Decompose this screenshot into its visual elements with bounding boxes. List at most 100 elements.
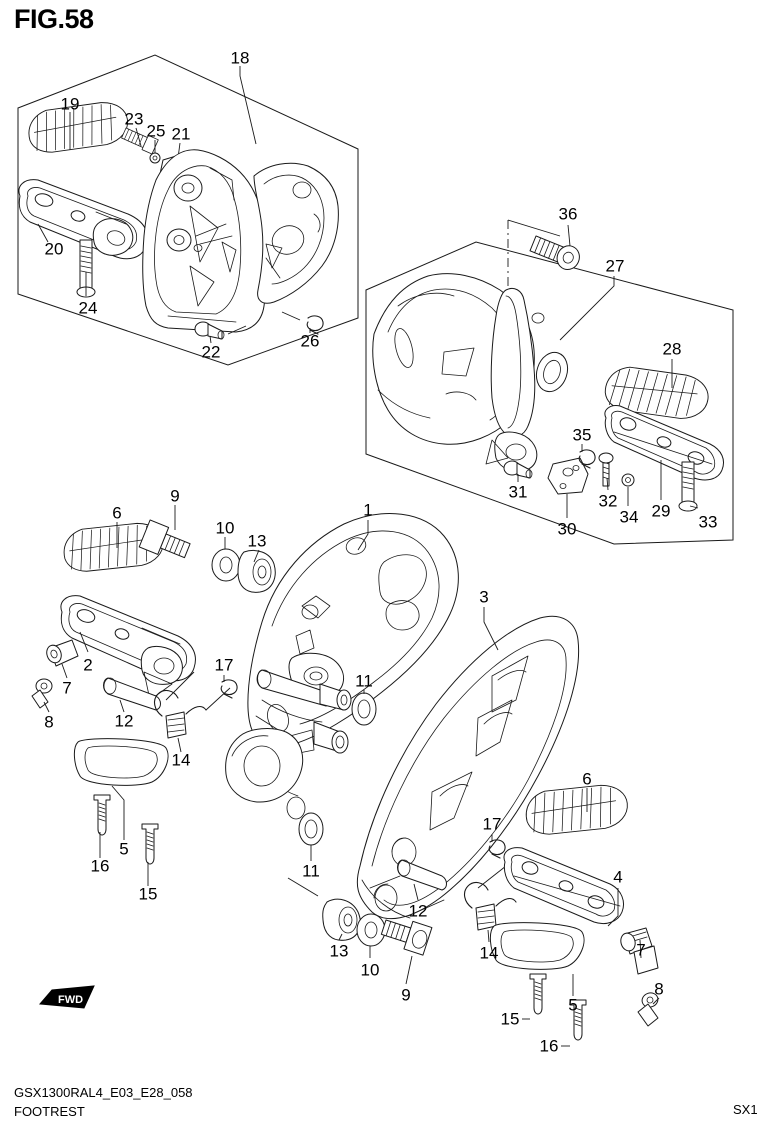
- part-callout-28: 28: [662, 339, 682, 359]
- part-13-bushing-lower: [322, 898, 361, 941]
- part-4-footrest-bar: [503, 847, 624, 925]
- part-callout-9: 9: [401, 985, 411, 1005]
- fwd-label: FWD: [58, 994, 83, 1006]
- part-callout-17: 17: [482, 814, 502, 834]
- part-12-shaft-right: [397, 859, 447, 891]
- part-callout-20: 20: [44, 239, 64, 259]
- part-27-arm: [485, 287, 569, 472]
- part-callout-8: 8: [44, 712, 54, 732]
- page-title: FIG.58: [14, 4, 94, 34]
- part-16-screw-left: [93, 794, 111, 836]
- part-14-spring-left: [153, 689, 207, 739]
- part-callout-24: 24: [78, 298, 98, 318]
- part-callout-25: 25: [146, 121, 166, 141]
- part-callout-18: 18: [230, 48, 250, 68]
- part-callout-15: 15: [138, 884, 158, 904]
- part-callout-36: 36: [558, 204, 578, 224]
- part-callout-26: 26: [300, 331, 320, 351]
- part-callout-7: 7: [62, 678, 72, 698]
- part-3-footrest-bracket-right: [356, 615, 580, 920]
- model-code: GSX1300RAL4_E03_E28_058: [14, 1085, 193, 1100]
- part-12-shaft-left: [103, 677, 161, 711]
- part-31-pin: [503, 460, 533, 479]
- part-34-washer: [621, 473, 635, 487]
- part-7-collar: [46, 639, 79, 667]
- part-9-bolt-left: [138, 519, 191, 559]
- part-callout-1: 1: [363, 500, 373, 520]
- part-callout-5: 5: [568, 995, 578, 1015]
- part-callout-34: 34: [619, 507, 639, 527]
- part-callout-33: 33: [698, 512, 718, 532]
- part-callout-17: 17: [214, 655, 234, 675]
- part-35-clip: [578, 449, 596, 469]
- part-17-circlip-right: [488, 839, 506, 859]
- part-13-bushing-left: [237, 550, 276, 593]
- part-callout-4: 4: [613, 867, 623, 887]
- part-callout-13: 13: [329, 941, 349, 961]
- part-11-oring-lower: [298, 812, 324, 846]
- part-callout-29: 29: [651, 501, 671, 521]
- part-5-pad-right: [489, 922, 585, 970]
- part-callout-11: 11: [302, 861, 320, 881]
- part-14-spring-right: [463, 881, 517, 931]
- part-callout-12: 12: [114, 711, 134, 731]
- part-15-screw-right: [529, 973, 547, 1015]
- part-callout-27: 27: [605, 256, 625, 276]
- part-11-oring-upper: [351, 692, 377, 726]
- part-20-footrest-bar: [18, 179, 148, 260]
- part-callout-9: 9: [170, 486, 180, 506]
- part-callout-32: 32: [598, 491, 618, 511]
- part-callout-10: 10: [360, 960, 380, 980]
- part-15-screw-left: [141, 823, 159, 865]
- part-9-bolt-lower: [380, 919, 433, 956]
- part-callout-10: 10: [215, 518, 235, 538]
- inset-box-right: [365, 219, 734, 545]
- part-26-clip: [306, 315, 324, 335]
- fwd-direction-marker: FWD: [38, 985, 95, 1009]
- part-22-pin: [194, 321, 225, 340]
- part-callout-19: 19: [60, 94, 80, 114]
- part-callout-16: 16: [90, 856, 110, 876]
- footer-left: GSX1300RAL4_E03_E28_058 FOOTREST: [14, 1083, 193, 1121]
- part-callout-12: 12: [408, 901, 428, 921]
- part-17-circlip-left: [220, 679, 238, 699]
- part-callout-6: 6: [112, 503, 122, 523]
- part-callout-16: 16: [539, 1036, 559, 1056]
- part-callout-22: 22: [201, 342, 221, 362]
- part-30-plate: [547, 457, 589, 495]
- part-callout-21: 21: [171, 124, 191, 144]
- part-8-pin: [31, 678, 53, 709]
- part-callout-14: 14: [171, 750, 191, 770]
- inset-box-upper-left: [17, 54, 359, 366]
- part-7-collar-right: [620, 927, 659, 975]
- part-callout-13: 13: [247, 531, 267, 551]
- part-18-outer-arm: [253, 162, 339, 304]
- part-32-bolt: [598, 452, 614, 487]
- footer-right-code: SX1: [733, 1102, 758, 1117]
- part-callout-35: 35: [572, 425, 592, 445]
- part-10-washer-left: [211, 548, 241, 582]
- part-callout-6: 6: [582, 769, 592, 789]
- part-callout-14: 14: [479, 943, 499, 963]
- part-callout-2: 2: [83, 655, 93, 675]
- section-name: FOOTREST: [14, 1104, 85, 1119]
- part-callout-8: 8: [654, 979, 664, 999]
- part-33-bolt: [678, 461, 698, 512]
- shaft-collars-center: [256, 669, 352, 754]
- part-5-pad-left: [73, 738, 169, 786]
- part-callout-23: 23: [124, 109, 144, 129]
- part-25-washer: [149, 152, 161, 164]
- part-29-footrest-bar: [604, 405, 724, 481]
- part-callout-5: 5: [119, 839, 129, 859]
- part-callout-30: 30: [557, 519, 577, 539]
- part-10-washer-lower: [356, 913, 386, 947]
- part-callout-3: 3: [479, 587, 489, 607]
- part-callout-31: 31: [508, 482, 528, 502]
- part-callout-11: 11: [355, 671, 373, 691]
- part-36-bolt: [529, 235, 580, 271]
- part-6-footrest-rubber-right: [523, 782, 631, 837]
- part-callout-7: 7: [636, 940, 646, 960]
- part-23-bolt: [121, 127, 159, 155]
